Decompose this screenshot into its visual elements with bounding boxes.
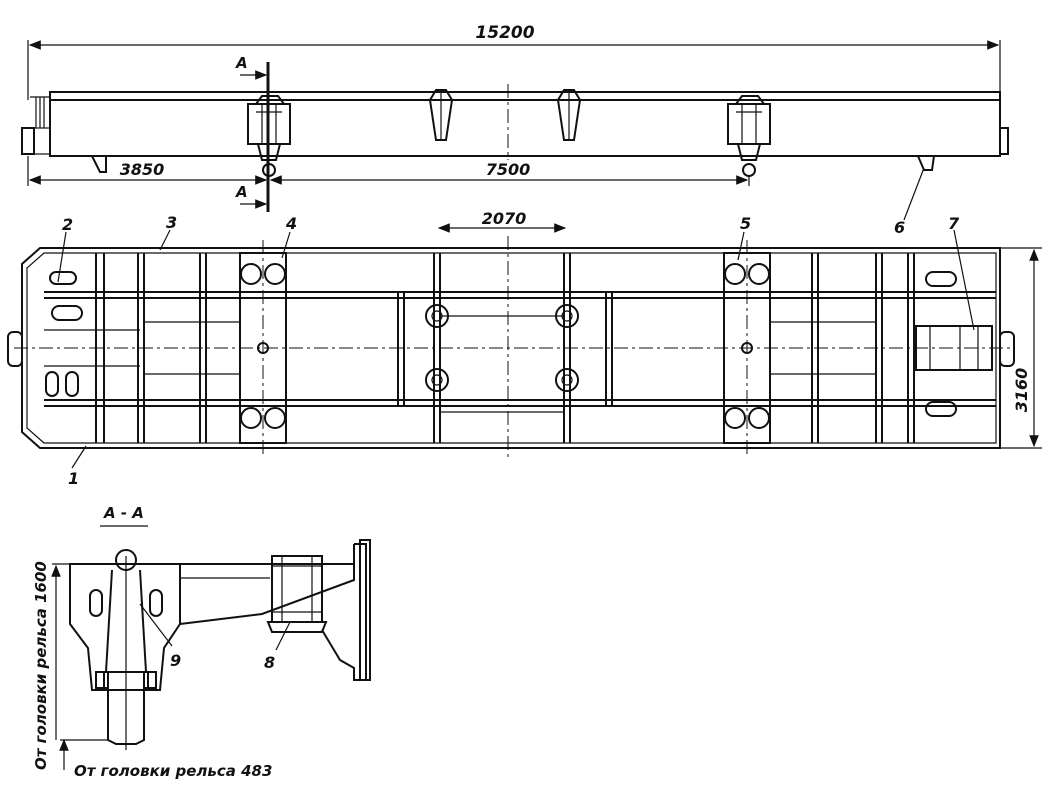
end-slots-right xyxy=(915,271,993,417)
plan-view: 2070 3160 1 2 3 4 5 6 7 xyxy=(7,167,1042,488)
center-support-left xyxy=(428,89,454,141)
callout-2: 2 xyxy=(62,215,73,234)
left-offset-label: 3850 xyxy=(120,160,165,179)
cross-members xyxy=(44,253,915,443)
bolster-right xyxy=(723,240,771,456)
section-mark-upper: А xyxy=(235,54,248,72)
side-beam xyxy=(49,91,1001,157)
bearing-8 xyxy=(266,555,328,633)
center-spacing-label: 2070 xyxy=(482,209,527,228)
section-title: А - А xyxy=(103,504,144,522)
height-dimension-label: От головки рельса 1600 xyxy=(32,561,50,770)
end-slots-left xyxy=(45,271,83,397)
callout-1: 1 xyxy=(68,469,79,488)
overall-length-label: 15200 xyxy=(475,23,534,43)
width-label: 3160 xyxy=(1012,368,1031,413)
callout-4: 4 xyxy=(285,214,297,233)
bolster-left xyxy=(239,240,287,456)
bogie-base-label: 7500 xyxy=(486,160,531,179)
low-dimension-label: От головки рельса 483 xyxy=(74,762,272,780)
callout-7: 7 xyxy=(948,214,960,233)
callout-9: 9 xyxy=(170,651,181,670)
side-view: 15200 xyxy=(21,23,1009,212)
callout-6: 6 xyxy=(894,218,905,237)
center-support-right xyxy=(556,89,582,141)
callout-8: 8 xyxy=(264,653,275,672)
pivot-assembly-right xyxy=(727,95,771,177)
section-a-a: А - А 9 xyxy=(32,504,371,780)
section-mark-lower: А xyxy=(235,183,248,201)
center-bushings xyxy=(425,304,579,392)
callout-5: 5 xyxy=(740,214,751,233)
callout-3: 3 xyxy=(166,213,177,232)
